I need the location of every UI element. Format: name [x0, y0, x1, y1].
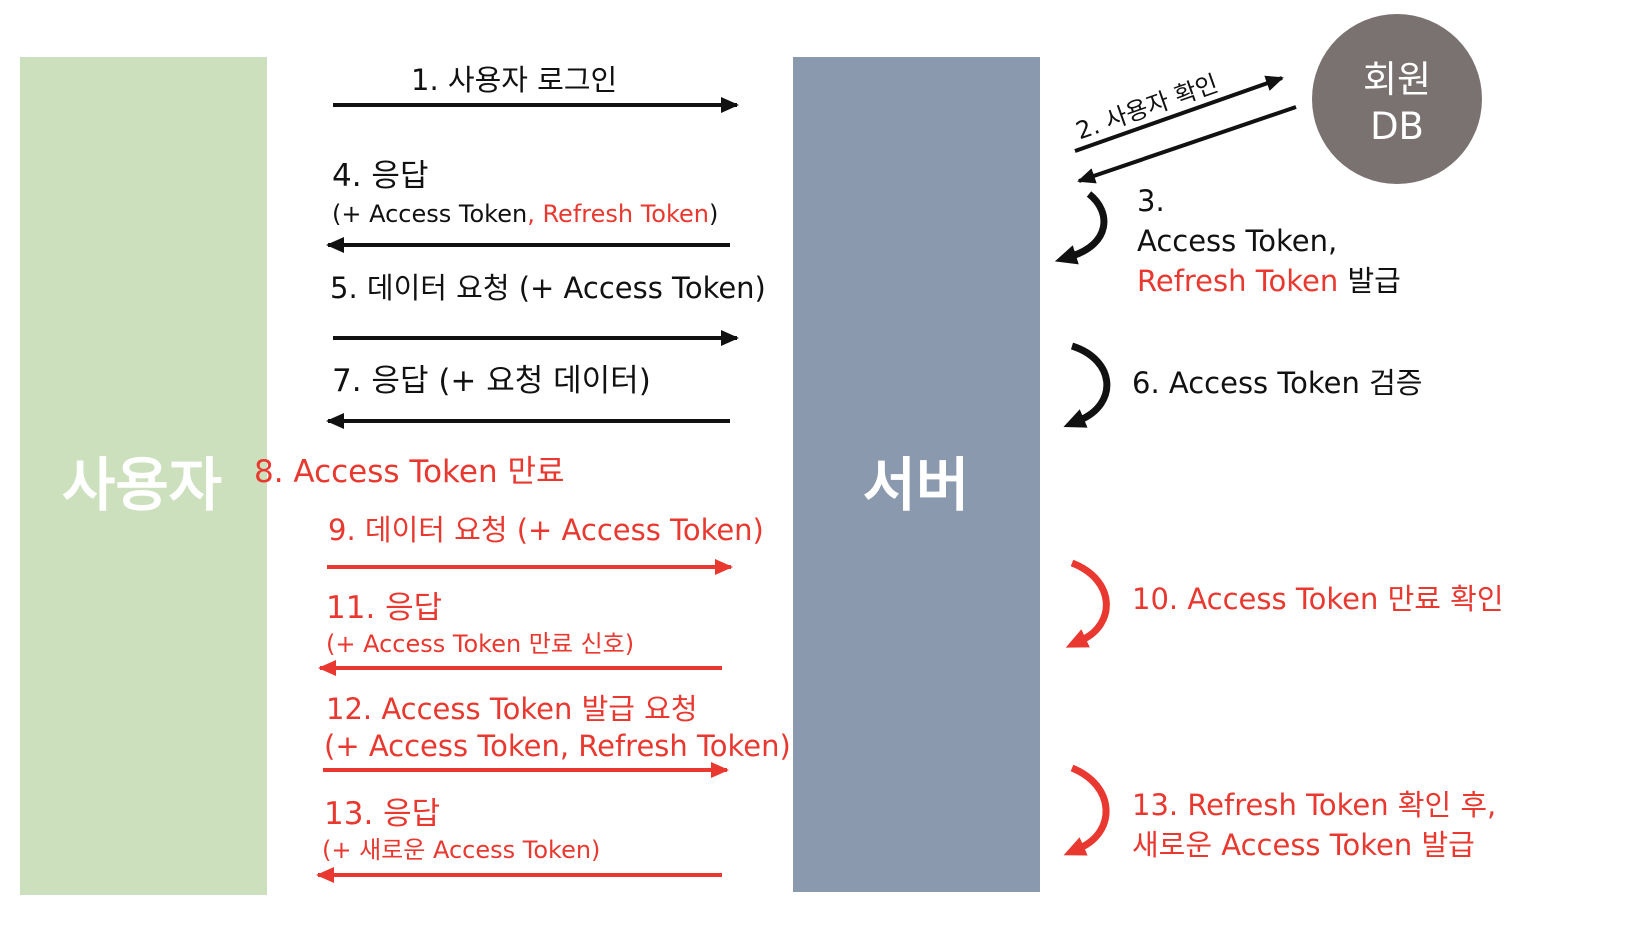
- step-3-number: 3.: [1137, 184, 1165, 218]
- step-13-title: 13. 응답: [324, 796, 441, 832]
- step-7-label: 7. 응답 (+ 요청 데이터): [332, 363, 651, 399]
- step-4-refresh: Refresh Token: [542, 200, 709, 228]
- step-8-label: 8. Access Token 만료: [254, 454, 565, 490]
- step-4-comma: ,: [527, 200, 543, 228]
- step-13-new-issue: 새로운 Access Token 발급: [1132, 828, 1475, 862]
- step-3-refresh-token: Refresh Token: [1137, 264, 1339, 298]
- step-6-label: 6. Access Token 검증: [1132, 366, 1423, 400]
- curve-arrow-10-expire-check: [1065, 559, 1110, 648]
- db-label-line2: DB: [1370, 104, 1424, 148]
- curve-arrow-3-issue: [1054, 191, 1108, 265]
- curve-arrow-6-verify: [1063, 342, 1111, 428]
- member-db-circle: [1312, 14, 1482, 184]
- curve-arrow-13-reissue: [1063, 764, 1110, 856]
- step-4-tokens: (+ Access Token, Refresh Token): [332, 199, 718, 229]
- step-5-label: 5. 데이터 요청 (+ Access Token): [330, 271, 766, 305]
- user-box: [20, 57, 267, 895]
- server-box: [793, 57, 1040, 892]
- db-label-line1: 회원: [1362, 57, 1432, 101]
- step-11-title: 11. 응답: [326, 590, 443, 626]
- step-1-label: 1. 사용자 로그인: [411, 63, 618, 97]
- step-4-close: ): [709, 200, 719, 228]
- step-4-access: (+ Access Token: [332, 200, 528, 228]
- step-3-access-token: Access Token,: [1137, 224, 1338, 258]
- step-11-signal: (+ Access Token 만료 신호): [326, 630, 635, 658]
- arrow-db-return: [1077, 105, 1297, 184]
- arrow-2-user-check: [1074, 75, 1284, 153]
- step-3-issue: 발급: [1338, 264, 1401, 298]
- server-label: 서버: [862, 451, 970, 519]
- step-9-label: 9. 데이터 요청 (+ Access Token): [328, 513, 764, 547]
- step-10-label: 10. Access Token 만료 확인: [1132, 582, 1504, 616]
- step-4-title: 4. 응답: [332, 158, 429, 194]
- step-13-new-token: (+ 새로운 Access Token): [322, 836, 601, 864]
- step-12-tokens: (+ Access Token, Refresh Token): [324, 729, 791, 763]
- step-13-refresh-check: 13. Refresh Token 확인 후,: [1132, 788, 1497, 822]
- user-label: 사용자: [61, 451, 223, 519]
- step-12-title: 12. Access Token 발급 요청: [326, 692, 698, 726]
- step-3-refresh-issue: Refresh Token 발급: [1137, 263, 1401, 299]
